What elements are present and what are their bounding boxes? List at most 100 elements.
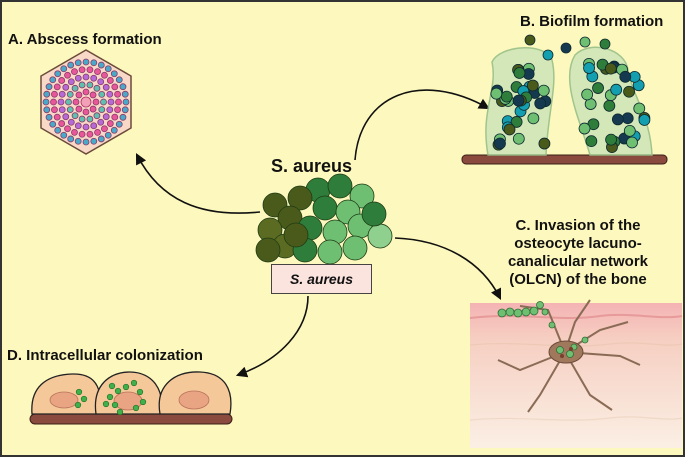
abscess-cell xyxy=(45,83,53,91)
abscess-cell xyxy=(110,126,118,134)
coccus xyxy=(287,185,313,211)
biofilm-coccus xyxy=(583,62,595,74)
coccus xyxy=(327,173,353,199)
abscess-cell xyxy=(106,120,114,127)
s-aureus-cluster xyxy=(255,173,393,265)
biofilm-coccus xyxy=(494,137,506,150)
biofilm-coccus xyxy=(503,123,516,136)
abscess-core xyxy=(80,96,92,108)
abscess-cell xyxy=(101,125,108,133)
abscess-cell xyxy=(102,83,110,91)
biofilm-coccus xyxy=(560,42,572,54)
abscess-cell xyxy=(114,90,121,98)
abscess-cell xyxy=(115,98,122,106)
abscess-cell xyxy=(121,106,129,114)
abscess-cell xyxy=(74,74,82,82)
s-aureus-box: S. aureus xyxy=(271,264,372,294)
coccus xyxy=(367,223,393,249)
abscess-cell xyxy=(54,70,62,78)
abscess-cell xyxy=(94,68,101,76)
bone-invasion-illustration xyxy=(469,299,683,448)
abscess-cell xyxy=(90,122,98,130)
label-bone-invasion: C. Invasion of the osteocyte lacuno- can… xyxy=(478,217,678,289)
abscess-cell xyxy=(97,78,105,86)
biofilm-coccus xyxy=(534,97,547,110)
abscess-cell xyxy=(71,128,78,136)
biofilm-coccus xyxy=(581,88,594,101)
abscess-cell xyxy=(111,113,119,121)
abscess-cell xyxy=(71,84,79,92)
abscess-cell xyxy=(78,81,86,89)
abscess-cell xyxy=(51,90,58,98)
biofilm-coccus xyxy=(537,84,550,97)
abscess-cell xyxy=(119,113,127,121)
coccus xyxy=(312,195,338,221)
abscess-cell xyxy=(75,105,83,113)
biofilm-coccus xyxy=(585,135,598,148)
abscess-cell xyxy=(100,98,107,106)
biofilm-coccus xyxy=(626,136,638,149)
biofilm-coccus xyxy=(512,94,525,107)
abscess-cell xyxy=(57,98,65,106)
abscess-cell xyxy=(74,122,82,130)
abscess-cell xyxy=(75,91,83,99)
abscess-cell xyxy=(54,126,62,134)
abscess-cell xyxy=(74,137,82,145)
biofilm-coccus xyxy=(527,112,540,125)
abscess-cell xyxy=(98,91,106,98)
abscess-illustration xyxy=(40,49,132,155)
abscess-cell xyxy=(66,106,74,113)
biofilm-coccus xyxy=(603,99,616,112)
abscess-cell xyxy=(114,106,121,114)
coccus xyxy=(255,237,281,263)
abscess-cell xyxy=(58,106,66,114)
biofilm-coccus xyxy=(524,34,536,46)
biofilm-coccus xyxy=(623,85,635,98)
abscess-cell xyxy=(50,98,57,106)
abscess-cell xyxy=(111,83,119,91)
label-bone-invasion-line-2: osteocyte lacuno- xyxy=(514,235,642,252)
abscess-cell xyxy=(49,120,57,128)
abscess-cell xyxy=(98,106,106,113)
biofilm-coccus xyxy=(592,82,604,94)
abscess-cell xyxy=(106,77,114,84)
label-biofilm-formation: B. Biofilm formation xyxy=(520,13,664,30)
abscess-cell xyxy=(72,98,80,106)
abscess-cell xyxy=(49,76,57,84)
abscess-cell xyxy=(86,81,94,89)
abscess-cell xyxy=(82,88,90,96)
abscess-cell xyxy=(82,58,90,66)
biofilm-coccus xyxy=(513,67,526,79)
abscess-cell xyxy=(101,71,108,79)
abscess-cell xyxy=(60,65,68,73)
biofilm-coccus xyxy=(611,113,624,126)
abscess-cell xyxy=(90,59,98,67)
biofilm-coccus xyxy=(579,36,591,48)
abscess-cell xyxy=(58,90,66,98)
abscess-cell xyxy=(104,131,112,139)
s-aureus-box-text: S. aureus xyxy=(289,271,354,287)
abscess-cell xyxy=(64,71,71,79)
abscess-cell xyxy=(43,90,51,98)
abscess-cell xyxy=(43,106,51,114)
abscess-cell xyxy=(51,106,58,114)
biofilm-coccus xyxy=(500,90,513,103)
abscess-cell xyxy=(97,135,105,143)
abscess-cell xyxy=(89,105,97,113)
arrow-to-invasion xyxy=(394,237,502,301)
abscess-cell xyxy=(53,113,61,121)
biofilm-coccus xyxy=(599,38,611,50)
abscess-cell xyxy=(65,98,72,106)
label-abscess-formation: A. Abscess formation xyxy=(8,31,162,48)
abscess-cell xyxy=(78,66,86,74)
abscess-cell xyxy=(90,74,98,82)
biofilm-coccus xyxy=(538,137,551,150)
abscess-cell xyxy=(82,73,90,81)
label-bone-invasion-line-4: (OLCN) of the bone xyxy=(509,271,647,288)
biofilm-coccus xyxy=(542,49,554,61)
abscess-cell xyxy=(67,118,75,126)
abscess-cell xyxy=(106,90,114,98)
abscess-cell xyxy=(106,106,114,114)
biofilm-coccus xyxy=(490,87,503,100)
